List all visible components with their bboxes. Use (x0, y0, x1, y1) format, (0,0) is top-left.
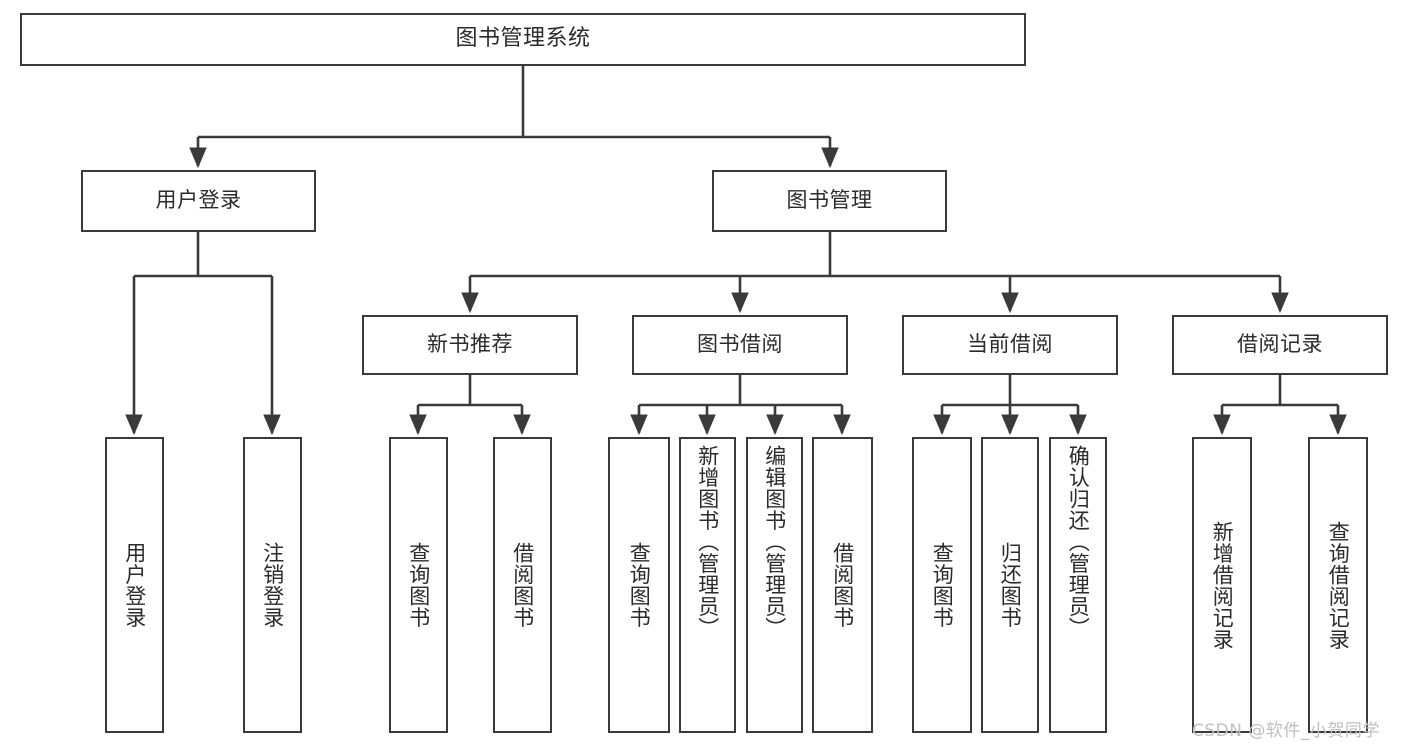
leaf-add-borrow-record[interactable]: 新增借阅记录 (1192, 437, 1252, 733)
node-user-login[interactable]: 用户登录 (81, 170, 316, 232)
node-current-borrow[interactable]: 当前借阅 (902, 315, 1118, 375)
node-new-book-recommend[interactable]: 新书推荐 (362, 315, 578, 375)
node-book-management[interactable]: 图书管理 (712, 170, 947, 232)
leaf-borrow-book-new[interactable]: 借阅图书 (493, 437, 552, 733)
leaf-edit-book-admin[interactable]: 编辑图书（管理员） (746, 437, 803, 733)
node-book-borrow[interactable]: 图书借阅 (632, 315, 848, 375)
leaf-borrow-book[interactable]: 借阅图书 (812, 437, 873, 733)
leaf-query-book-borrow[interactable]: 查询图书 (608, 437, 670, 733)
leaf-user-logout[interactable]: 注销登录 (243, 437, 302, 733)
node-borrow-record[interactable]: 借阅记录 (1172, 315, 1388, 375)
leaf-query-book-new[interactable]: 查询图书 (389, 437, 448, 733)
leaf-user-login[interactable]: 用户登录 (105, 437, 164, 733)
leaf-query-borrow-record[interactable]: 查询借阅记录 (1308, 437, 1368, 733)
leaf-query-book-current[interactable]: 查询图书 (912, 437, 972, 733)
leaf-confirm-return-admin[interactable]: 确认归还（管理员） (1049, 437, 1107, 733)
csdn-watermark: CSDN @软件_小贺同学 (1192, 721, 1380, 741)
node-root[interactable]: 图书管理系统 (20, 13, 1026, 66)
leaf-add-book-admin[interactable]: 新增图书（管理员） (679, 437, 736, 733)
leaf-return-book[interactable]: 归还图书 (981, 437, 1039, 733)
